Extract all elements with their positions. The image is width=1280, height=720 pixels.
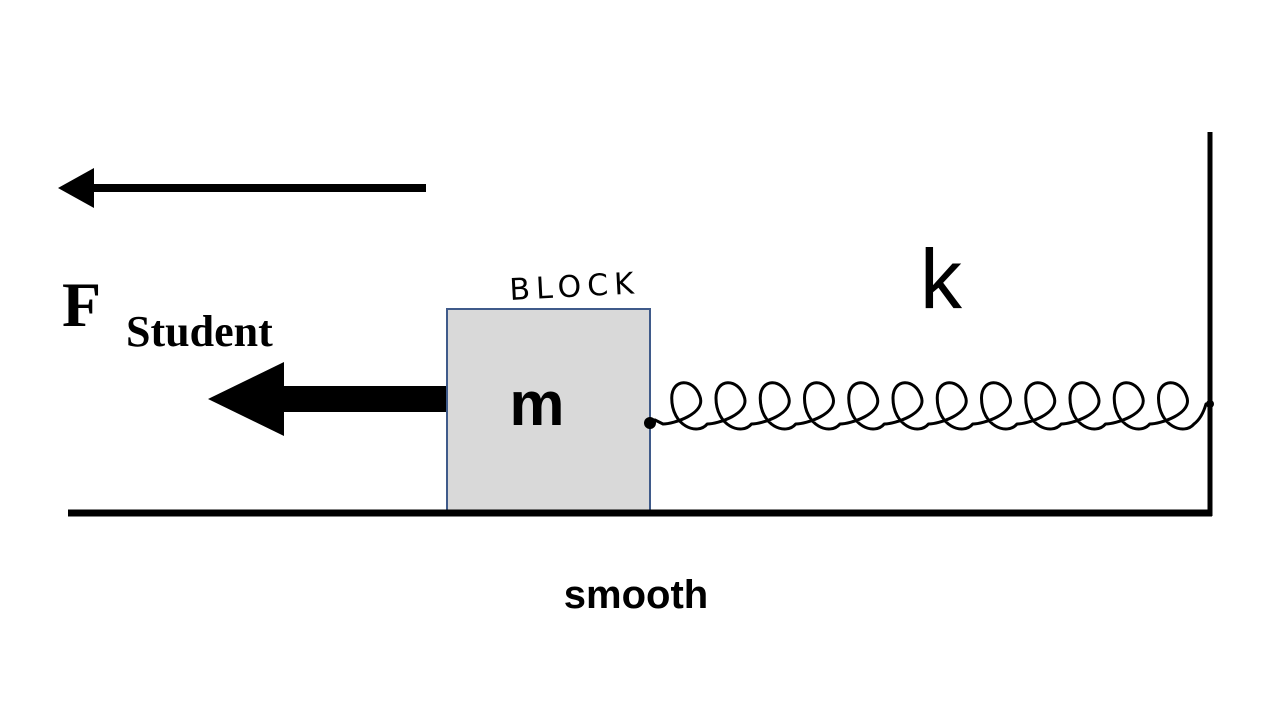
direction-arrow-head — [58, 168, 94, 208]
spring — [644, 381, 1214, 431]
mass-label: m — [509, 370, 564, 439]
surface-label: smooth — [564, 573, 708, 617]
direction-arrow — [58, 168, 426, 208]
applied-force-arrow-head — [208, 362, 284, 436]
force-subscript: Student — [126, 307, 273, 356]
block-caption: BLOCK — [509, 266, 641, 308]
spring-constant-label: k — [920, 232, 963, 326]
applied-force-arrow-shaft — [276, 386, 446, 412]
force-symbol: F — [62, 269, 101, 340]
spring-coil — [653, 381, 1208, 431]
spring-attachment-point — [644, 417, 656, 429]
force-label: F Student — [62, 269, 273, 356]
applied-force-arrow — [208, 362, 446, 436]
